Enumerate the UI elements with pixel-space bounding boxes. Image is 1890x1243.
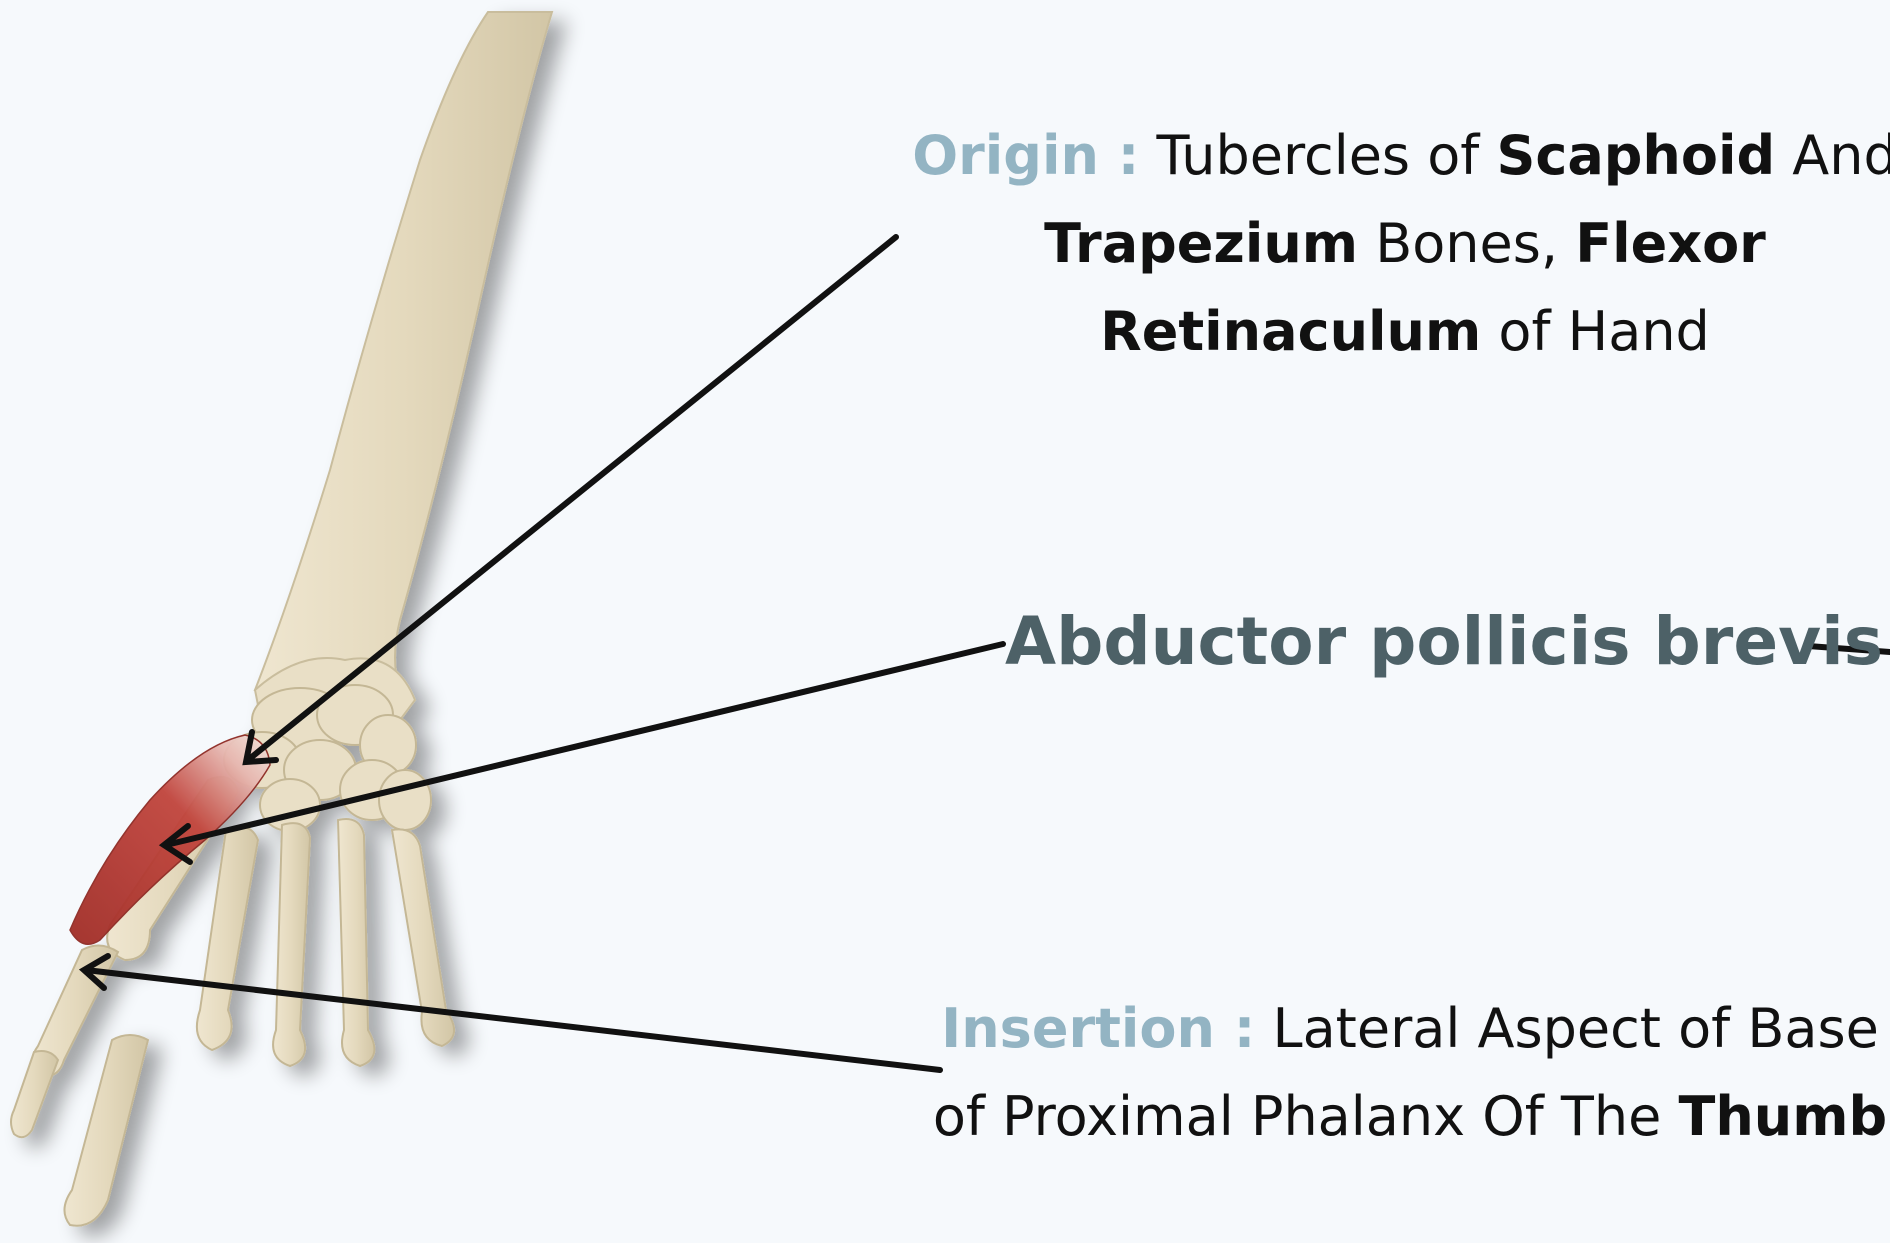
insertion-keyword: Insertion : [941, 997, 1255, 1060]
origin-text-5: Bones, [1358, 212, 1575, 275]
metacarpal-bones [197, 819, 454, 1066]
thumb-distal-phalanx [11, 1051, 58, 1137]
insertion-label: Insertion : Lateral Aspect of Base of Pr… [915, 985, 1890, 1161]
radius-bone [255, 12, 552, 690]
index-finger-phalanx [64, 1035, 148, 1226]
muscle-title: Abductor pollicis brevis [1005, 603, 1805, 680]
skeleton [11, 12, 552, 1226]
origin-text-9: of Hand [1481, 300, 1710, 363]
origin-text-8: Retinaculum [1100, 300, 1481, 363]
origin-text-3: And [1775, 124, 1890, 187]
origin-text-1: Tubercles of [1139, 124, 1496, 187]
origin-label: Origin : Tubercles of Scaphoid And Trape… [905, 112, 1890, 376]
origin-text-4: Trapezium [1044, 212, 1358, 275]
insertion-text-2: Thumb [1678, 1085, 1887, 1148]
origin-keyword: Origin : [912, 124, 1139, 187]
origin-text-2: Scaphoid [1496, 124, 1775, 187]
origin-text-6: Flexor [1575, 212, 1766, 275]
